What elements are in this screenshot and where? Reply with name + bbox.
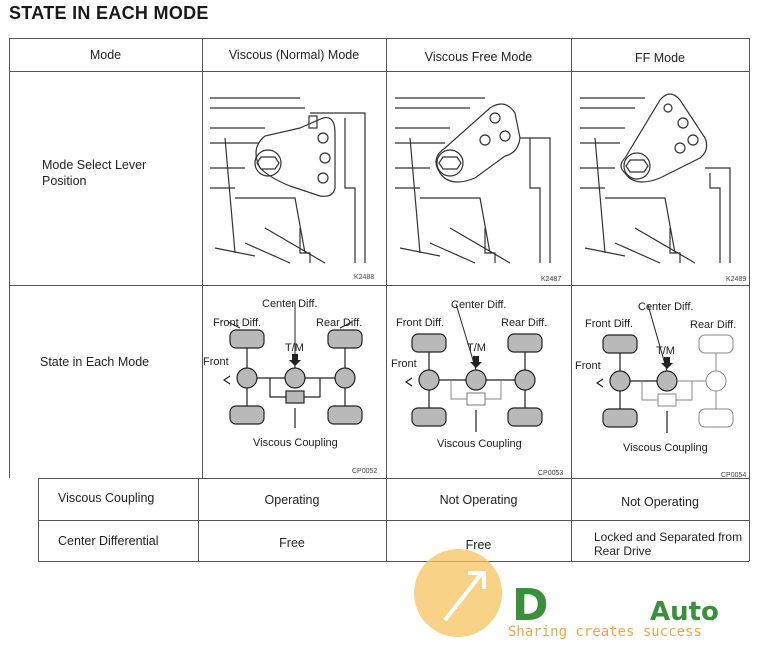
code-state-3: CP0054 xyxy=(721,472,747,479)
header-viscous-free: Viscous Free Mode xyxy=(424,50,533,64)
free-front-diff-label: Front Diff. xyxy=(396,317,445,329)
watermark-dht-mark: D xyxy=(512,580,549,631)
center-value-normal: Free xyxy=(279,536,305,550)
code-lever-3: K2489 xyxy=(726,276,747,283)
ff-front-label: Front xyxy=(575,360,601,372)
page-title: STATE IN EACH MODE xyxy=(9,3,209,23)
ff-rear-diff-label: Rear Diff. xyxy=(690,319,737,331)
ff-viscous-coupling-label: Viscous Coupling xyxy=(623,442,708,454)
header-ff-mode: FF Mode xyxy=(634,51,685,65)
watermark-brand: Auto xyxy=(650,597,719,627)
ff-tm-label: T/M xyxy=(656,345,675,357)
center-value-free: Free xyxy=(465,538,492,552)
normal-center-diff-label: Center Diff. xyxy=(262,298,318,310)
center-value-ff: Locked and Separated from Rear Drive xyxy=(594,530,743,558)
lever-illustration-ff xyxy=(580,93,731,264)
free-front-label: Front xyxy=(391,358,417,370)
viscous-value-ff: Not Operating xyxy=(621,495,699,509)
label-center-differential: Center Differential xyxy=(58,534,159,548)
viscous-value-normal: Operating xyxy=(264,493,320,507)
lever-illustration-normal xyxy=(210,97,366,264)
drivetrain-diagram-ff xyxy=(595,304,734,433)
header-viscous-normal: Viscous (Normal) Mode xyxy=(228,48,360,62)
lever-illustration-free xyxy=(395,97,551,264)
normal-front-diff-label: Front Diff. xyxy=(213,317,262,329)
watermark-tagline: Sharing creates success xyxy=(508,624,702,640)
ff-center-diff-label: Center Diff. xyxy=(638,301,694,313)
drivetrain-diagram-normal xyxy=(222,302,363,428)
label-state: State in Each Mode xyxy=(40,355,150,369)
label-lever-position: Mode Select Lever Position xyxy=(42,158,147,188)
free-tm-label: T/M xyxy=(467,342,486,354)
free-center-diff-label: Center Diff. xyxy=(451,299,507,311)
normal-front-label: Front xyxy=(203,356,229,368)
ff-front-diff-label: Front Diff. xyxy=(585,318,634,330)
code-lever-2: K2487 xyxy=(541,276,562,283)
drivetrain-diagram-free xyxy=(404,303,543,432)
free-rear-diff-label: Rear Diff. xyxy=(501,317,548,329)
normal-viscous-coupling-label: Viscous Coupling xyxy=(253,437,338,449)
label-viscous-coupling: Viscous Coupling xyxy=(58,491,155,505)
normal-rear-diff-label: Rear Diff. xyxy=(316,317,363,329)
free-viscous-coupling-label: Viscous Coupling xyxy=(437,438,522,450)
code-state-1: CP0052 xyxy=(352,468,378,475)
code-lever-1: K2488 xyxy=(354,274,375,281)
viscous-value-free: Not Operating xyxy=(439,493,518,507)
normal-tm-label: T/M xyxy=(285,342,304,354)
code-state-2: CP0053 xyxy=(538,470,564,477)
header-mode: Mode xyxy=(89,48,122,62)
watermark-arrow-icon xyxy=(414,549,502,637)
